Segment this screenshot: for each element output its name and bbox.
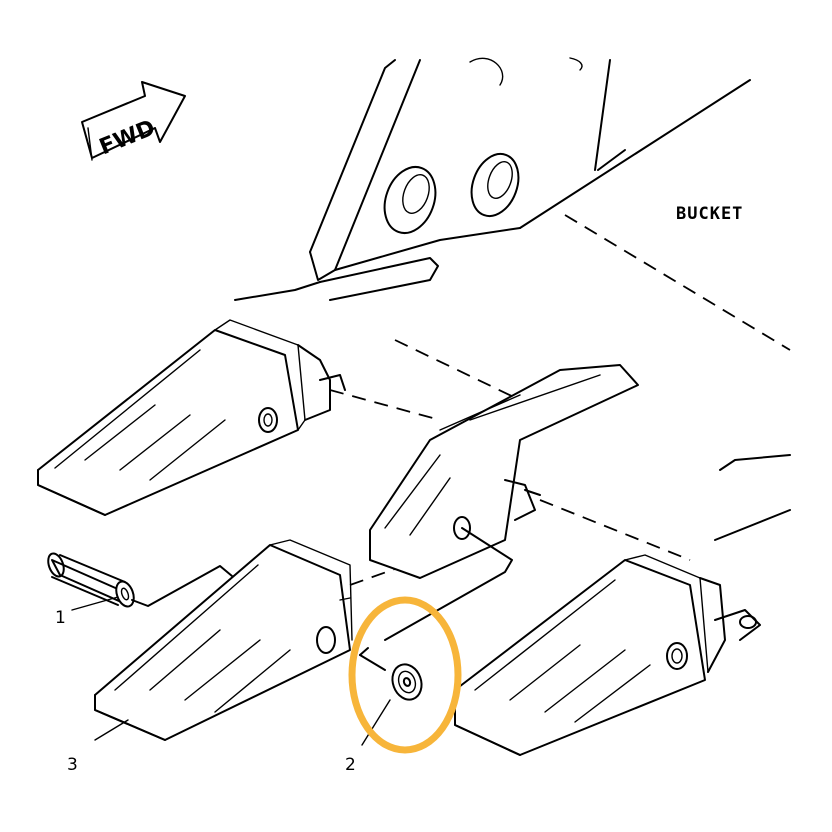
retainer-assembly-lines bbox=[359, 527, 513, 671]
retainer-part bbox=[391, 663, 423, 701]
fwd-arrow: FWD bbox=[81, 81, 186, 161]
highlight-ring bbox=[348, 596, 462, 754]
tooth-upper-left bbox=[37, 319, 346, 516]
tooth-lower-right bbox=[454, 554, 761, 756]
fwd-label: FWD bbox=[96, 116, 159, 161]
callout-3-label: 3 bbox=[67, 755, 78, 775]
tooth-lower-left bbox=[94, 539, 353, 741]
callout-1-label: 1 bbox=[55, 608, 66, 628]
bucket-label: BUCKET bbox=[676, 204, 743, 224]
callout-2-label: 2 bbox=[345, 755, 356, 775]
tooth-center bbox=[369, 364, 639, 579]
bucket-body bbox=[234, 57, 791, 586]
leader-lines bbox=[71, 596, 391, 746]
